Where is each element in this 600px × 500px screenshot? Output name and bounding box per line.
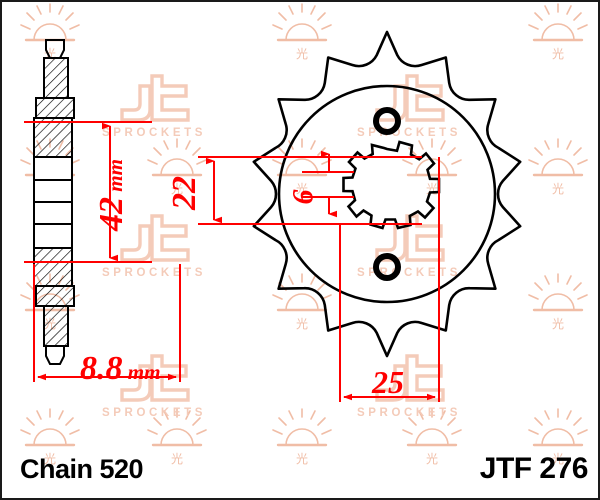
dimension-label-8-8mm: 8.8 mm bbox=[80, 350, 161, 387]
dimension-22 bbox=[198, 156, 422, 225]
bolt-hole-upper bbox=[373, 107, 401, 135]
part-number-label: JTF 276 bbox=[479, 452, 589, 485]
dimension-25 bbox=[339, 157, 440, 402]
splined-center-bore bbox=[342, 140, 441, 230]
sprocket-teeth-outline bbox=[252, 30, 522, 358]
dimension-label-6: 6 bbox=[286, 189, 320, 205]
dimension-label-42mm: 42 mm bbox=[93, 158, 131, 232]
sprocket-body-circle bbox=[277, 84, 497, 304]
front-face-view bbox=[252, 30, 522, 358]
dimension-8-8mm bbox=[33, 264, 181, 382]
side-section-view bbox=[33, 39, 75, 365]
dimension-label-25: 25 bbox=[372, 364, 404, 400]
chain-size-label: Chain 520 bbox=[20, 454, 144, 484]
dimension-42mm bbox=[24, 121, 152, 263]
dimension-6 bbox=[302, 150, 354, 218]
bolt-hole-lower bbox=[373, 253, 401, 281]
dimension-label-22: 22 bbox=[166, 176, 203, 210]
